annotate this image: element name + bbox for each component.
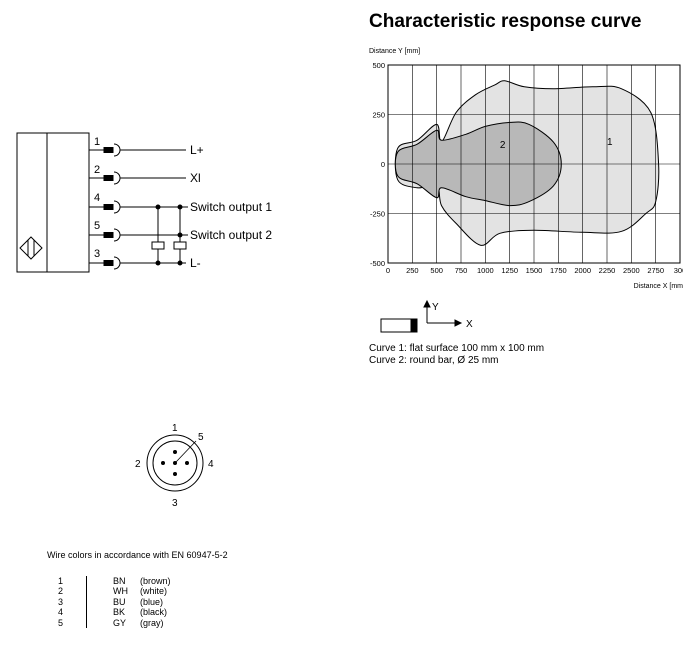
wire-colors-caption: Wire colors in accordance with EN 60947-… <box>47 550 228 560</box>
wire-color-name: (white) <box>140 586 168 597</box>
wire-pin: 5 <box>58 617 64 628</box>
curve1-description: Curve 1: flat surface 100 mm x 100 mm <box>369 343 545 354</box>
x-tick-label: 300 <box>674 266 683 275</box>
x-tick-label: 1000 <box>477 266 494 275</box>
curve-label: 2 <box>500 140 506 151</box>
y-axis-symbol-label: Y <box>432 302 439 313</box>
axis-orientation-symbol <box>380 299 463 333</box>
curve-label: 1 <box>607 137 613 148</box>
wire-pin: 4 <box>58 607 64 618</box>
y-tick-label: -500 <box>370 259 385 268</box>
plot-frame <box>387 64 681 264</box>
wire-color-name: (brown) <box>140 576 171 586</box>
chart-title: Characteristic response curve <box>369 11 641 32</box>
x-tick-label: 500 <box>430 266 443 275</box>
x-tick-label: 1500 <box>526 266 543 275</box>
connector-pin-label: 2 <box>135 459 141 470</box>
signal-label: Switch output 1 <box>190 200 272 214</box>
x-tick-label: 2000 <box>574 266 591 275</box>
separator <box>86 596 87 608</box>
pin-number: 5 <box>94 220 100 232</box>
wire-pin: 3 <box>58 596 64 607</box>
wire-color-name: (blue) <box>140 596 164 607</box>
pin-number: 3 <box>94 248 100 260</box>
wire-pin: 2 <box>58 586 64 597</box>
y-tick-label: 500 <box>372 61 385 70</box>
curve2-description: Curve 2: round bar, Ø 25 mm <box>369 355 499 366</box>
x-axis-label: Distance X [mm <box>634 283 683 290</box>
y-tick-label: 250 <box>372 111 385 120</box>
wire-color-name: (black) <box>140 607 168 618</box>
wire-code: BK <box>113 607 126 618</box>
x-tick-label: 1750 <box>550 266 567 275</box>
separator <box>86 607 87 618</box>
connector-pin-label: 1 <box>172 423 178 434</box>
pin-number: 4 <box>94 192 100 204</box>
wire-code: WH <box>113 586 128 597</box>
wire-code: BN <box>113 576 126 586</box>
x-tick-label: 2250 <box>599 266 616 275</box>
y-tick-label: 0 <box>381 160 385 169</box>
signal-label: L+ <box>190 143 204 157</box>
pin-number: 2 <box>94 164 100 176</box>
wire-color-row: 3 BU (blue) <box>58 596 171 608</box>
wiring-labels: 1 2 4 5 3 L+ Xl Switch output 1 Switch o… <box>94 136 272 270</box>
x-tick-label: 1250 <box>501 266 518 275</box>
connector-pinout <box>146 434 204 492</box>
wire-pin: 1 <box>58 576 64 586</box>
pin-number: 1 <box>94 136 100 148</box>
wire-code: GY <box>113 617 127 628</box>
separator <box>86 617 87 628</box>
x-axis-symbol-label: X <box>466 319 473 330</box>
wiring-diagram <box>16 132 188 273</box>
y-axis-label: Distance Y [mm] <box>369 48 420 55</box>
wire-color-row: 1 BN (brown) <box>58 576 171 587</box>
x-tick-label: 0 <box>386 266 390 275</box>
x-tick-label: 2750 <box>647 266 664 275</box>
connector-labels: 1 2 4 3 5 <box>135 423 214 509</box>
curve-descriptions: Curve 1: flat surface 100 mm x 100 mm Cu… <box>369 343 544 367</box>
wire-color-row: 4 BK (black) <box>58 607 171 618</box>
wire-color-row: 5 GY (gray) <box>58 617 171 628</box>
sensor-housing <box>16 132 90 273</box>
connector-pin-label: 3 <box>172 498 178 509</box>
separator <box>86 586 87 597</box>
signal-label: L- <box>190 256 201 270</box>
x-tick-label: 750 <box>455 266 468 275</box>
connector-pin-label: 5 <box>198 432 204 443</box>
sensor-symbol-icon <box>19 236 43 260</box>
signal-label: Xl <box>190 171 201 185</box>
y-tick-label: -250 <box>370 210 385 219</box>
x-tick-label: 250 <box>406 266 419 275</box>
wire-code: BU <box>113 596 126 607</box>
wire-color-row: 2 WH (white) <box>58 586 171 597</box>
separator <box>86 576 87 587</box>
wire-color-name: (gray) <box>140 617 164 628</box>
wires <box>89 143 188 270</box>
connector-pin-label: 4 <box>208 459 214 470</box>
x-tick-label: 2500 <box>623 266 640 275</box>
signal-label: Switch output 2 <box>190 228 272 242</box>
